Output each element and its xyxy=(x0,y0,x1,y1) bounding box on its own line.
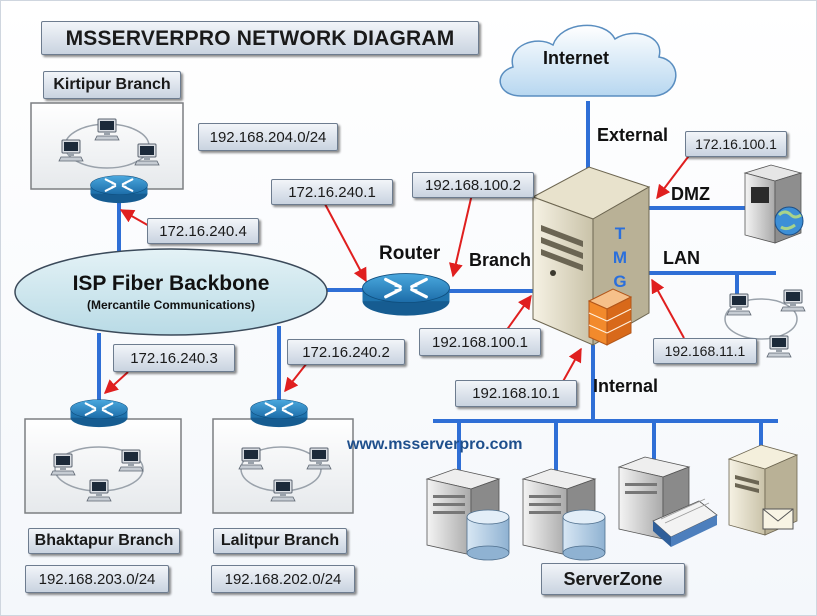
kirtipur-router-icon xyxy=(89,174,149,205)
server-zone-servers xyxy=(425,444,799,561)
isp-backbone-ellipse xyxy=(14,248,328,336)
kirtipur-branch-lan xyxy=(30,102,184,190)
router-label: Router xyxy=(379,243,441,264)
kirtipur-subnet-label: 192.168.204.0/24 xyxy=(198,123,338,151)
tmg-lan-ip-label: 192.168.11.1 xyxy=(653,338,757,364)
website-link[interactable]: www.msserverpro.com xyxy=(347,436,523,453)
internet-label: Internet xyxy=(543,48,610,68)
internal-interface-label: Internal xyxy=(593,376,659,396)
lan-workstations xyxy=(724,289,806,358)
database-server-2-icon xyxy=(521,468,606,561)
kirtipur-router-ip-label: 172.16.240.4 xyxy=(147,218,259,244)
diagram-title: MSSERVERPRO NETWORK DIAGRAM xyxy=(41,21,479,55)
ip-arrows xyxy=(103,152,692,394)
database-server-1-icon xyxy=(425,468,510,561)
tmg-server-icon xyxy=(531,166,651,346)
bhaktapur-router-icon xyxy=(69,398,129,429)
lan-interface-label: LAN xyxy=(663,248,700,268)
bhaktapur-branch-lan xyxy=(24,418,182,514)
bhaktapur-router-ip-label: 172.16.240.3 xyxy=(113,344,235,372)
lalitpur-subnet-label: 192.168.202.0/24 xyxy=(211,565,355,593)
tmg-branch-ip-label: 192.168.100.1 xyxy=(419,328,541,356)
external-interface-label: External xyxy=(597,125,669,145)
router-tmg-ip-label: 192.168.100.2 xyxy=(412,172,534,198)
firewall-icon xyxy=(587,288,633,346)
backbone-title: ISP Fiber Backbone xyxy=(72,272,270,295)
tmg-letter-t: T xyxy=(614,224,626,243)
network-links xyxy=(97,101,778,473)
bhaktapur-branch-label: Bhaktapur Branch xyxy=(28,528,180,554)
bhaktapur-subnet-label: 192.168.203.0/24 xyxy=(25,565,169,593)
lalitpur-branch-label: Lalitpur Branch xyxy=(213,528,347,554)
tmg-letter-m: M xyxy=(612,248,628,267)
server-zone-label: ServerZone xyxy=(541,563,685,595)
main-router-icon xyxy=(360,272,452,318)
lalitpur-branch-lan xyxy=(212,418,354,514)
mail-server-icon xyxy=(727,444,799,536)
file-server-icon xyxy=(617,456,718,547)
router-backbone-ip-label: 172.16.240.1 xyxy=(271,179,393,205)
branch-interface-label: Branch xyxy=(469,250,532,270)
kirtipur-branch-label: Kirtipur Branch xyxy=(43,71,181,99)
tmg-dmz-ip-label: 172.16.100.1 xyxy=(685,131,787,157)
internet-cloud-icon xyxy=(499,24,677,97)
tmg-letter-g: G xyxy=(613,272,627,291)
backbone-subtitle: (Mercantile Communications) xyxy=(86,298,256,312)
lalitpur-router-ip-label: 172.16.240.2 xyxy=(287,339,405,365)
dmz-interface-label: DMZ xyxy=(671,184,710,204)
dmz-web-server-icon xyxy=(743,164,804,244)
tmg-internal-ip-label: 192.168.10.1 xyxy=(455,380,577,407)
lalitpur-router-icon xyxy=(249,398,309,429)
